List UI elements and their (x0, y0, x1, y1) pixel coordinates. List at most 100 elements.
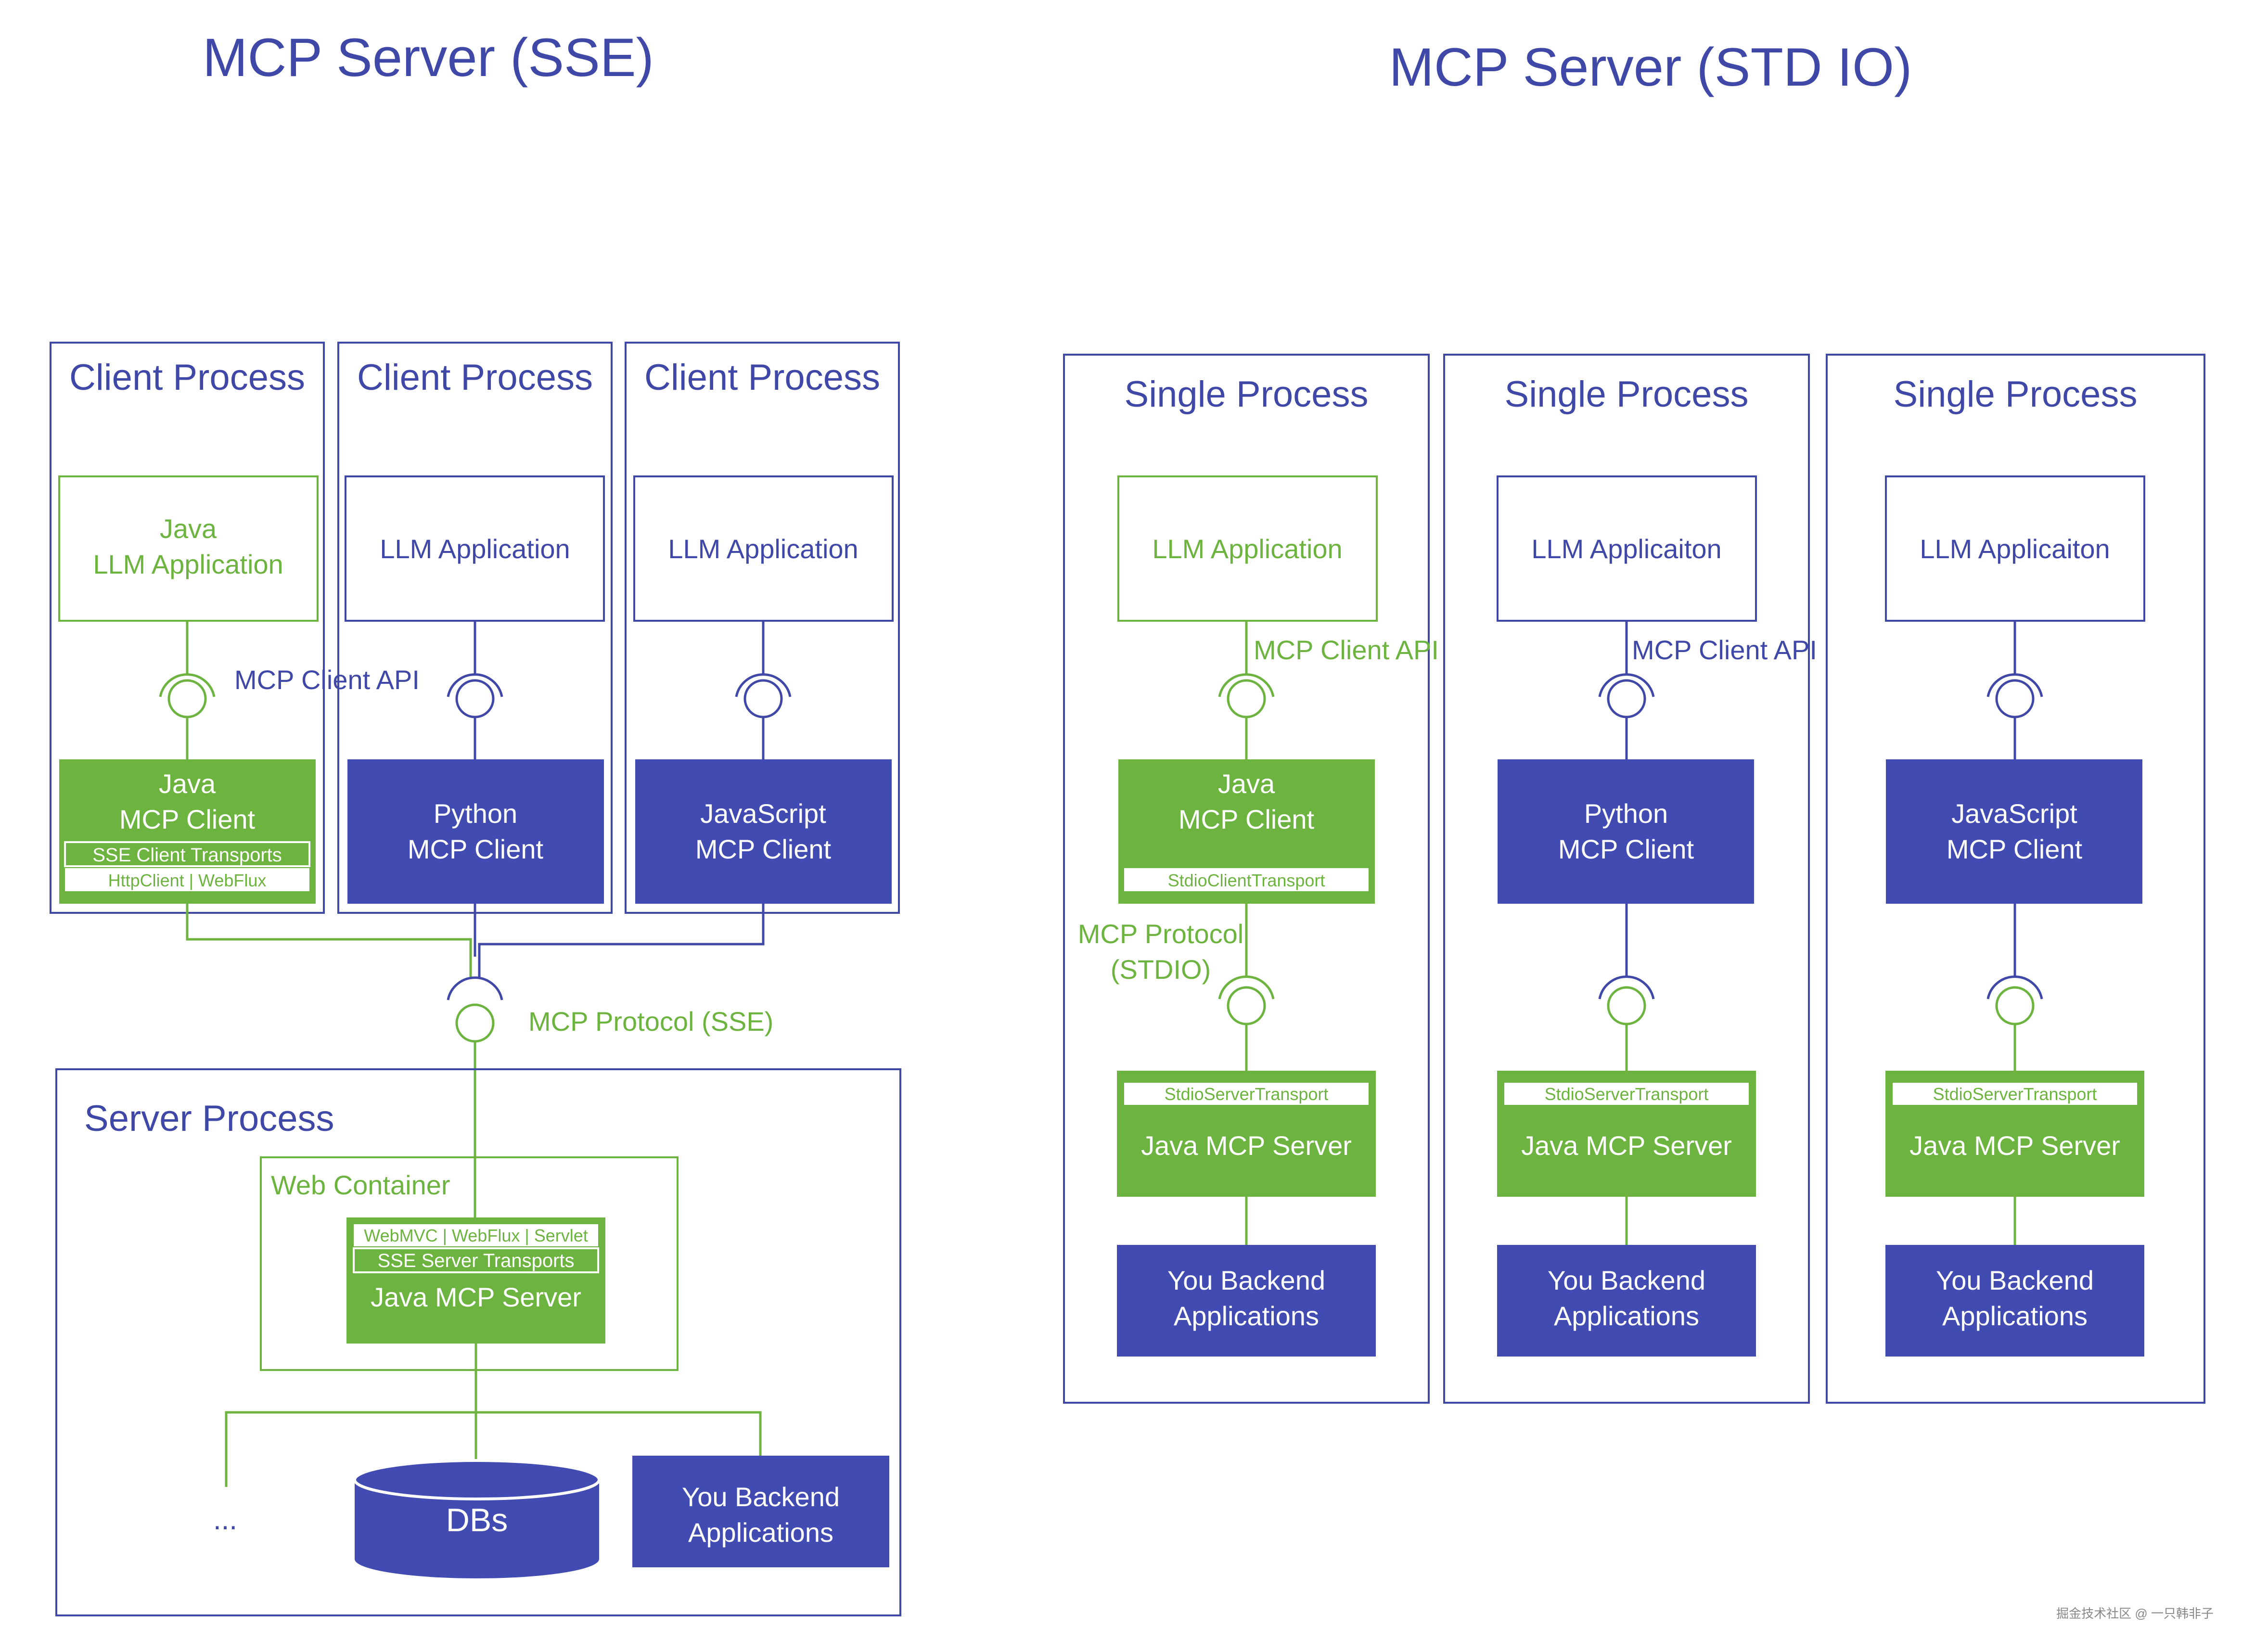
server-impl-box (354, 1224, 598, 1246)
stdio-llm-application-box-3 (1885, 475, 2145, 622)
stdio-backend-2-line1: You Backend (1548, 1265, 1705, 1295)
stdio-server-transport-box-2 (1504, 1083, 1749, 1105)
server-impl-label: WebMVC | WebFlux | Servlet (364, 1226, 588, 1245)
stdio-backend-3-line2: Applications (1942, 1301, 2088, 1331)
stdio-protocol-label-line2: (STDIO) (1111, 954, 1211, 985)
client-api-connector-2 (447, 621, 503, 759)
client-process-label-1: Client Process (69, 357, 305, 398)
stdio-server-transport-label-1: StdioServerTransport (1165, 1084, 1329, 1104)
stdio-protocol-connector-2 (1598, 904, 1655, 1071)
stdio-llm-application-label-2: LLM Applicaiton (1531, 534, 1721, 564)
java-mcp-client-line2: MCP Client (119, 804, 256, 834)
single-process-box-1 (1063, 354, 1430, 1404)
stdio-backend-box-1 (1117, 1245, 1376, 1357)
sse-backend-line2: Applications (688, 1517, 833, 1548)
server-process-label: Server Process (84, 1098, 334, 1139)
python-mcp-client-box (347, 759, 604, 904)
stdio-java-mcp-client-line1: Java (1218, 768, 1275, 799)
sse-protocol-label: MCP Protocol (SSE) (528, 1006, 773, 1037)
server-process-box (55, 1068, 901, 1616)
stdio-javascript-mcp-client-line2: MCP Client (1947, 834, 2083, 864)
java-llm-application-box (58, 475, 319, 622)
stdio-server-name-2: Java MCP Server (1521, 1130, 1732, 1161)
llm-application-label-2: LLM Application (380, 534, 570, 564)
stdio-backend-1-line2: Applications (1174, 1301, 1319, 1331)
sse-client-transports-box (64, 841, 310, 867)
stdio-client-transport-box (1124, 868, 1369, 891)
stdio-llm-application-label-1: LLM Application (1152, 534, 1342, 564)
stdio-client-api-label-2: MCP Client API (1632, 635, 1817, 665)
sse-backend-box (632, 1456, 889, 1567)
stdio-client-transport-label: StdioClientTransport (1168, 871, 1325, 890)
llm-application-box-2 (345, 475, 605, 622)
ellipsis-label: ... (213, 1503, 237, 1536)
sse-client-merge-lines (186, 904, 765, 977)
stdio-api-connector-1 (1218, 621, 1275, 759)
java-mcp-client-line1: Java (159, 768, 216, 799)
stdio-javascript-mcp-client-line1: JavaScript (1951, 798, 2077, 829)
stdio-backend-lines (1245, 1197, 2016, 1245)
client-api-connector-3 (735, 621, 792, 759)
stdio-server-name-3: Java MCP Server (1909, 1130, 2120, 1161)
java-llm-application-line2: LLM Application (93, 549, 283, 579)
watermark: 掘金技术社区 @ 一只韩非子 (2056, 1606, 2214, 1621)
stdio-llm-application-box-2 (1497, 475, 1757, 622)
web-container-box (260, 1156, 679, 1371)
stdio-title: MCP Server (STD IO) (1389, 37, 1912, 97)
db-label: DBs (446, 1502, 508, 1538)
javascript-mcp-client-line2: MCP Client (695, 834, 832, 864)
stdio-python-mcp-client-line1: Python (1584, 798, 1668, 829)
client-process-label-2: Client Process (357, 357, 593, 398)
single-process-box-3 (1826, 354, 2205, 1404)
http-client-label: HttpClient | WebFlux (108, 871, 267, 890)
sse-backend-line1: You Backend (682, 1482, 840, 1512)
stdio-javascript-mcp-client-box (1886, 759, 2142, 904)
sse-java-mcp-server-label: Java MCP Server (371, 1282, 581, 1312)
stdio-client-api-label-1: MCP Client API (1254, 635, 1439, 665)
stdio-python-mcp-client-box (1498, 759, 1754, 904)
stdio-server-transport-label-2: StdioServerTransport (1545, 1084, 1709, 1104)
single-process-label-1: Single Process (1125, 374, 1369, 415)
llm-application-label-3: LLM Application (668, 534, 858, 564)
stdio-backend-box-2 (1497, 1245, 1756, 1357)
stdio-protocol-connector-1 (1218, 904, 1275, 1071)
single-process-box-2 (1443, 354, 1810, 1404)
stdio-server-transport-box-1 (1124, 1083, 1369, 1105)
stdio-llm-application-box-1 (1117, 475, 1378, 622)
single-process-label-2: Single Process (1505, 374, 1749, 415)
stdio-backend-box-3 (1885, 1245, 2144, 1357)
stdio-python-mcp-client-line2: MCP Client (1558, 834, 1694, 864)
stdio-single-processes (1063, 354, 2205, 1404)
sse-title: MCP Server (SSE) (203, 27, 654, 88)
single-process-label-3: Single Process (1894, 374, 2138, 415)
stdio-backend-2-line2: Applications (1554, 1301, 1699, 1331)
client-api-connector-1 (159, 621, 216, 759)
stdio-java-mcp-client-line2: MCP Client (1179, 804, 1315, 834)
stdio-server-name-1: Java MCP Server (1141, 1130, 1352, 1161)
javascript-mcp-client-line1: JavaScript (700, 798, 826, 829)
stdio-backend-1-line1: You Backend (1167, 1265, 1325, 1295)
stdio-protocol-connector-3 (1986, 904, 2043, 1071)
sse-protocol-connector (447, 976, 503, 1220)
sse-client-api-label: MCP Client API (234, 665, 420, 695)
server-downstream-lines (225, 1344, 762, 1487)
sse-client-transports-label: SSE Client Transports (92, 845, 282, 866)
stdio-backend-3-line1: You Backend (1936, 1265, 2094, 1295)
http-client-box (65, 868, 309, 891)
stdio-server-transport-box-3 (1893, 1083, 2137, 1105)
stdio-server-transport-label-3: StdioServerTransport (1933, 1084, 2097, 1104)
client-process-label-3: Client Process (644, 357, 880, 398)
python-mcp-client-line1: Python (434, 798, 517, 829)
web-container-label: Web Container (271, 1170, 450, 1200)
sse-server-transports-box (353, 1247, 599, 1273)
db-cylinder (353, 1459, 601, 1578)
javascript-mcp-client-box (635, 759, 892, 904)
stdio-protocol-label-line1: MCP Protocol (1078, 919, 1243, 949)
stdio-api-connector-2 (1598, 621, 1655, 759)
sse-server-transports-label: SSE Server Transports (377, 1250, 574, 1271)
stdio-llm-application-label-3: LLM Applicaiton (1920, 534, 2110, 564)
python-mcp-client-line2: MCP Client (408, 834, 544, 864)
stdio-api-connector-3 (1986, 621, 2043, 759)
java-llm-application-line1: Java (160, 513, 217, 544)
